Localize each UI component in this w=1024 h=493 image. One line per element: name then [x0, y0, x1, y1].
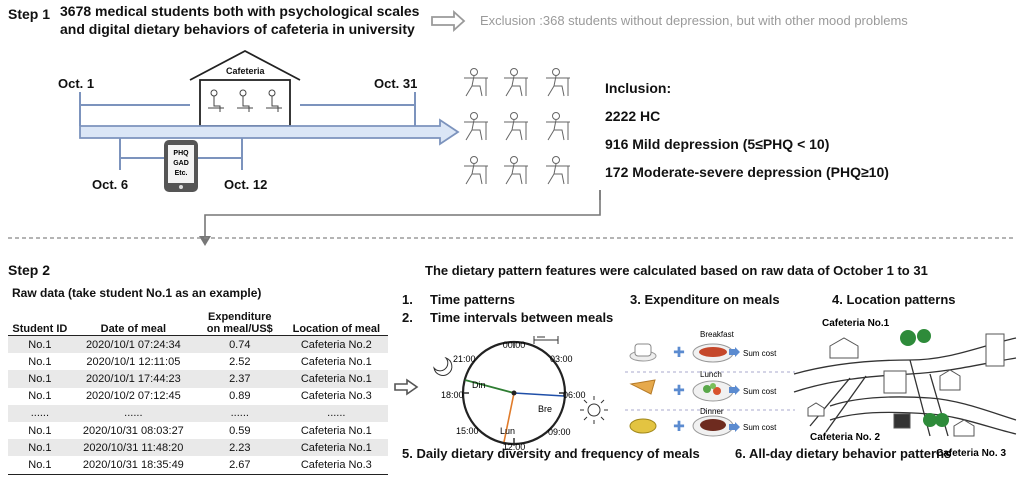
clock-din: Din [472, 380, 486, 390]
students-grid-icon [463, 68, 571, 185]
clock-h21: 21:00 [453, 354, 476, 364]
col-expenditure-l2: on meal/US$ [206, 323, 273, 335]
clock-lun: Lun [500, 426, 515, 436]
feature-6: 6. All-day dietary behavior patterns [735, 446, 952, 461]
sun-icon [580, 396, 608, 424]
feature-3: 3. Expenditure on meals [630, 292, 780, 307]
col-expenditure-l1: Expenditure [207, 311, 272, 323]
phone-line-etc: Etc. [175, 170, 188, 177]
cafeteria-building-icon [189, 49, 301, 127]
meal-expenditure-panel: ✚ ✚ ✚ Breakfast Lunch Dinner Sum cost Su… [625, 330, 795, 437]
table-row: ........................ [8, 404, 388, 422]
bed-icon [533, 336, 559, 344]
clock-h09: 09:00 [548, 427, 571, 437]
sum-cost-3: Sum cost [743, 423, 777, 432]
phone-icon: PHQ GAD Etc. [164, 140, 198, 192]
cafeteria-label: Cafeteria [226, 66, 265, 76]
breakfast-row: ✚ [629, 343, 740, 363]
plus-icon: ✚ [673, 418, 685, 434]
clock-h12: 12:00 [503, 442, 526, 450]
feature-1: Time patterns [430, 292, 516, 307]
exclusion-text: Exclusion :368 students without depressi… [480, 13, 908, 28]
step2-label: Step 2 [8, 262, 51, 278]
moon-icon [433, 356, 453, 376]
clock-h06: 06:00 [563, 390, 586, 400]
step1-label: Step 1 [8, 6, 51, 22]
raw-data-title: Raw data (take student No.1 as an exampl… [12, 286, 262, 300]
features-title: The dietary pattern features were calcul… [425, 263, 928, 278]
meal-time-clock: 00:00 03:00 06:00 09:00 12:00 15:00 18:0… [433, 336, 608, 450]
dinner-row: ✚ [629, 415, 740, 437]
oct1-label: Oct. 1 [58, 76, 95, 91]
plus-icon: ✚ [673, 382, 685, 398]
oct6-label: Oct. 6 [92, 177, 129, 192]
inclusion-hc: 2222 HC [605, 108, 661, 124]
clock-h18: 18:00 [441, 390, 464, 400]
inclusion-mild: 916 Mild depression (5≤PHQ < 10) [605, 136, 830, 152]
col-student-id: Student ID [8, 305, 72, 336]
location-no3: Cafeteria No. 3 [936, 448, 1006, 456]
label-dinner: Dinner [700, 407, 724, 416]
clock-h15: 15:00 [456, 426, 479, 436]
lunch-row: ✚ [629, 379, 740, 402]
col-date: Date of meal [71, 305, 195, 336]
feature-1-num: 1. [402, 292, 413, 307]
step1-header: 3678 medical students both with psycholo… [60, 2, 419, 38]
oct31-label: Oct. 31 [374, 76, 418, 91]
label-breakfast: Breakfast [700, 330, 735, 339]
location-no1: Cafeteria No.1 [822, 318, 890, 329]
sum-cost-2: Sum cost [743, 387, 777, 396]
step1-header-line2: and digital dietary behaviors of cafeter… [60, 21, 415, 37]
inclusion-title: Inclusion: [605, 80, 672, 96]
tree-icon [900, 329, 949, 427]
right-arrow-icon [431, 10, 466, 32]
feature-2-num: 2. [402, 310, 413, 325]
phone-line-phq: PHQ [173, 150, 189, 157]
phone-line-gad: GAD [173, 160, 189, 167]
inclusion-moderate-severe: 172 Moderate-severe depression (PHQ≥10) [605, 164, 889, 180]
sum-cost-1: Sum cost [743, 349, 777, 358]
building-icon [807, 333, 1005, 437]
location-no2: Cafeteria No. 2 [810, 432, 880, 443]
clock-h00: 00:00 [503, 340, 526, 350]
feature-2: Time intervals between meals [430, 310, 614, 325]
clock-bre: Bre [538, 404, 552, 414]
location-map: Cafeteria No.1 Cafeteria No. 2 Cafeteria… [793, 318, 1017, 456]
study-timeline: PHQ GAD Etc. [79, 49, 601, 200]
right-arrow-icon [394, 378, 419, 396]
feature-5: 5. Daily dietary diversity and frequency… [402, 446, 700, 461]
step-connector [8, 190, 1016, 246]
oct12-label: Oct. 12 [224, 177, 268, 192]
step1-header-line1: 3678 medical students both with psycholo… [60, 3, 420, 19]
clock-h03: 03:00 [550, 354, 573, 364]
label-lunch: Lunch [700, 370, 722, 379]
plus-icon: ✚ [673, 344, 685, 360]
feature-4: 4. Location patterns [832, 292, 956, 307]
col-location: Location of meal [284, 305, 388, 336]
